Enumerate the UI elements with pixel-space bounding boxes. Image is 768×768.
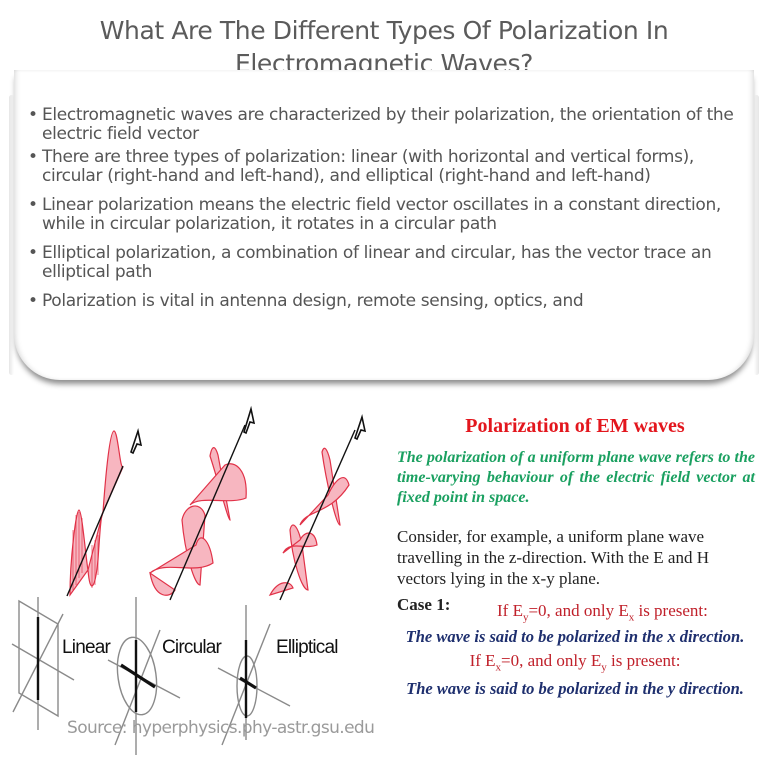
linear-arrow-icon [130,427,143,455]
summary-bullets: •Electromagnetic waves are characterized… [28,106,753,315]
card-edge-left [9,95,14,375]
circular-axis [169,424,246,601]
bullet-item: •Linear polarization means the electric … [28,195,721,234]
bullet-item: •Electromagnetic waves are characterized… [28,105,734,144]
result-1: The wave is said to be polarized in the … [405,627,745,646]
slide-title: Polarization of EM waves [465,415,685,437]
case-label: Case 1: [397,595,451,614]
label-elliptical: Elliptical [276,637,338,658]
slide-definition: The polarization of a uniform plane wave… [397,449,755,506]
elliptical-arrow-icon [354,413,367,441]
slide-panel: Polarization of EM waves The polarizatio… [395,415,755,699]
bullet-item: •Elliptical polarization, a combination … [28,243,712,282]
bullet-item: •There are three types of polarization: … [28,147,694,186]
card-edge-right [754,95,759,375]
elliptical-axis [279,429,356,601]
result-2: The wave is said to be polarized in the … [406,679,744,699]
condition-2: If Ex=0, and only Ey is present: [469,651,681,674]
linear-axis [66,465,124,597]
summary-card [14,70,754,380]
polarization-diagram: Linear Circular Elliptical [11,405,367,755]
circular-arrow-icon [243,405,256,435]
bullet-dot: • [28,243,38,263]
label-linear: Linear [62,637,111,658]
bullet-item: •Polarization is vital in antenna design… [28,291,584,311]
label-circular: Circular [162,637,223,658]
slide-consider-text: Consider, for example, a uniform plane w… [397,527,709,588]
bullet-dot: • [28,195,38,215]
case-row: Case 1: If Ey=0, and only Ex is present: [395,595,755,624]
page-title: What Are The Different Types Of Polariza… [99,16,669,78]
condition-1: If Ey=0, and only Ex is present: [497,601,708,624]
bullet-dot: • [28,105,38,125]
bullet-dot: • [28,147,38,167]
image-source-caption: Source: hyperphysics.phy-astr.gsu.edu [67,718,375,738]
bullet-dot: • [28,291,38,311]
